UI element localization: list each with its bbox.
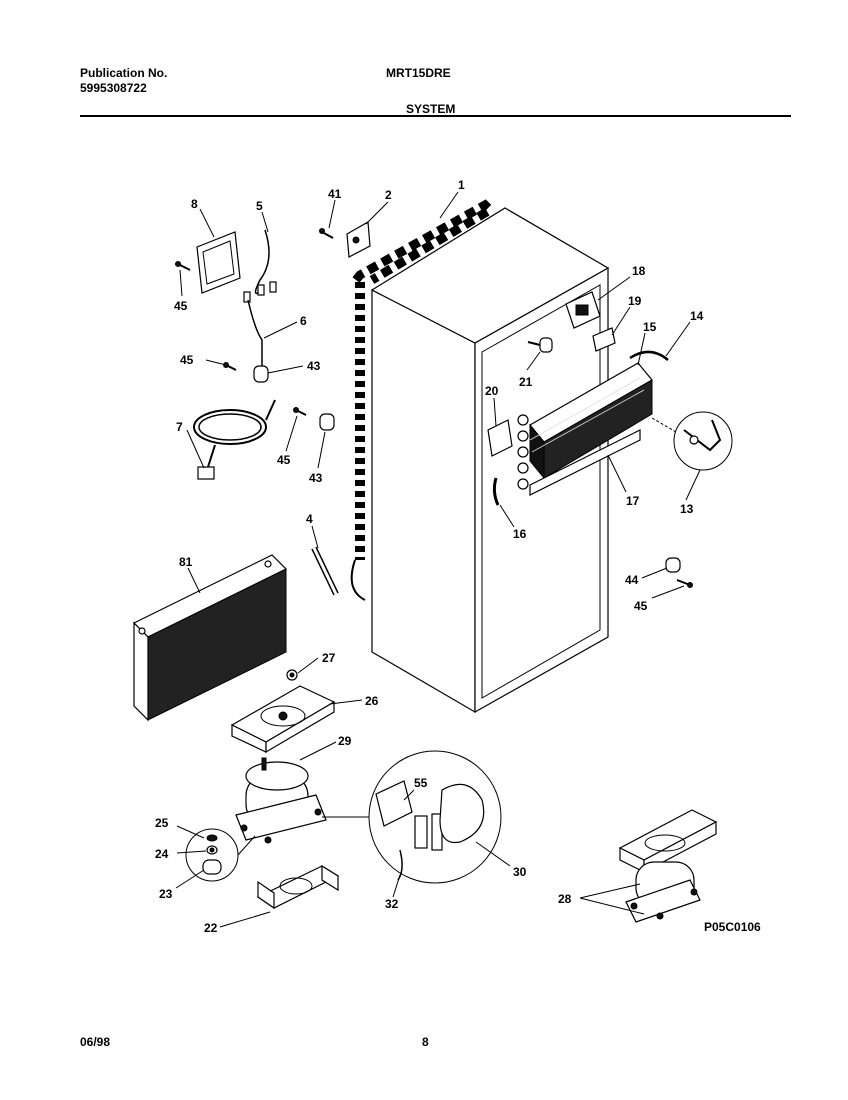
drier-part-4: [311, 546, 339, 596]
callout-15: 15: [643, 320, 657, 334]
section-title: SYSTEM: [406, 102, 456, 116]
drawing-code: P05C0106: [704, 920, 761, 934]
clip-part-43-a: [253, 365, 269, 383]
leader-lines: [175, 191, 701, 928]
callout-44: 44: [625, 573, 639, 587]
footer-date: 06/98: [80, 1035, 111, 1049]
compressor-assembly-part-28: [618, 809, 718, 923]
callout-16: 16: [513, 527, 527, 541]
cover-part-8: [196, 231, 241, 294]
callout-81: 81: [179, 555, 193, 569]
model-number: MRT15DRE: [386, 66, 451, 80]
callout-1: 1: [458, 178, 465, 192]
footer-page-number: 8: [422, 1035, 429, 1049]
screw-part-45-d: [676, 579, 693, 588]
callout-5: 5: [256, 199, 263, 213]
bracket-part-2: [346, 221, 371, 258]
screw-part-45-c: [293, 407, 307, 416]
callout-8: 8: [191, 197, 198, 211]
callout-43-a: 43: [307, 359, 321, 373]
callout-19: 19: [628, 294, 642, 308]
callout-25: 25: [155, 816, 169, 830]
callout-23: 23: [159, 887, 173, 901]
compressor-part-29: [235, 757, 327, 844]
evaporator-cover-part-17: [529, 429, 641, 496]
tube-part-16: [492, 477, 500, 506]
publication-number: 5995308722: [80, 81, 147, 95]
callout-21: 21: [519, 375, 533, 389]
callout-45-c: 45: [277, 453, 291, 467]
callout-55: 55: [414, 776, 428, 790]
wire-harness-part-5: [243, 229, 277, 303]
callout-2: 2: [385, 188, 392, 202]
callout-22: 22: [204, 921, 218, 935]
callout-45-d: 45: [634, 599, 648, 613]
callout-labels: 1 2 41 8 5 45 6 45 43 7 45 43 4 81 27 26…: [155, 178, 704, 935]
screw-part-45-b: [223, 362, 237, 371]
drain-pan-part-26: [230, 685, 336, 754]
callout-17: 17: [626, 494, 640, 508]
power-cord-part-7: [193, 399, 276, 480]
relay-overload-detail-circle: [322, 750, 502, 884]
control-housing-part-18: [565, 291, 601, 329]
callout-28: 28: [558, 892, 572, 906]
callout-43-b: 43: [309, 471, 323, 485]
callout-30: 30: [513, 865, 527, 879]
header-rule: [80, 115, 791, 117]
condenser-panel-part-81: [132, 554, 288, 722]
evaporator-part-15: [517, 362, 653, 490]
wire-harness-part-6: [247, 299, 263, 366]
screw-part-45-a: [175, 261, 191, 271]
callout-24: 24: [155, 847, 169, 861]
publication-label: Publication No.: [80, 66, 168, 80]
callout-26: 26: [365, 694, 379, 708]
bracket-part-22: [256, 864, 340, 910]
callout-13: 13: [680, 502, 694, 516]
callout-14: 14: [690, 309, 704, 323]
screw-part-41: [319, 228, 334, 239]
callout-45-a: 45: [174, 299, 188, 313]
callout-20: 20: [485, 384, 499, 398]
tube-part-14: [629, 350, 669, 361]
callout-7: 7: [176, 420, 183, 434]
bracket-part-20: [487, 419, 513, 457]
callout-41: 41: [328, 187, 342, 201]
refrigerator-cabinet: [370, 207, 610, 714]
callout-32: 32: [385, 897, 399, 911]
condenser-coil: [350, 199, 498, 601]
clip-part-43-b: [319, 413, 335, 431]
callout-18: 18: [632, 264, 646, 278]
clip-part-21: [527, 337, 553, 353]
grommet-part-27: [286, 669, 298, 681]
clip-part-44: [665, 557, 681, 573]
grommet-detail-circle: [185, 828, 256, 882]
callout-29: 29: [338, 734, 352, 748]
callout-6: 6: [300, 314, 307, 328]
bracket-part-19: [592, 327, 616, 352]
heater-detail-circle-part-13: [651, 411, 733, 471]
callout-45-b: 45: [180, 353, 194, 367]
callout-4: 4: [306, 512, 313, 526]
callout-27: 27: [322, 651, 336, 665]
